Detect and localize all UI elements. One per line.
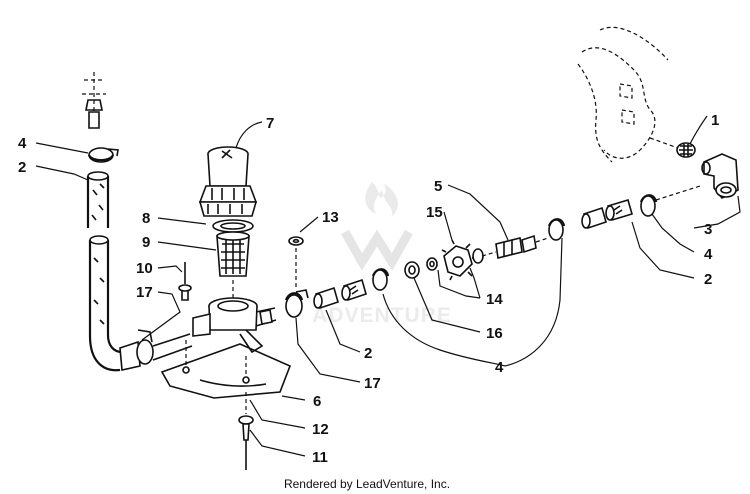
callout-13: 13 (322, 209, 339, 226)
clamp-right-center (547, 218, 566, 241)
callout-5: 5 (434, 178, 442, 195)
clamp-center (284, 289, 309, 318)
filter-screen (216, 231, 250, 277)
clamp-upper-left (87, 147, 119, 163)
callout-14: 14 (486, 291, 503, 308)
callout-1: 1 (711, 112, 719, 129)
callout-2b: 2 (364, 345, 372, 362)
rivet (238, 392, 254, 470)
callout-17a: 17 (136, 284, 153, 301)
valve-body (441, 239, 484, 281)
callout-9: 9 (142, 234, 150, 251)
callout-10: 10 (136, 260, 153, 277)
hose-segments-center (313, 278, 367, 310)
screen-disc (649, 137, 696, 158)
callout-12: 12 (312, 421, 329, 438)
engine-outline (577, 26, 669, 163)
callout-6: 6 (313, 393, 321, 410)
callout-15: 15 (426, 204, 443, 221)
watermark-text: ADVENTURE (312, 304, 452, 327)
nut-16 (404, 257, 438, 279)
callout-4b: 4 (704, 246, 713, 263)
clamp-right (639, 185, 701, 217)
filter-gasket (212, 219, 254, 233)
clamp-lower-left (119, 329, 193, 371)
callout-3: 3 (704, 221, 712, 238)
callout-4c: 4 (495, 359, 504, 376)
callout-4a: 4 (18, 135, 27, 152)
upper-fitting (82, 72, 106, 129)
bolt-small (178, 262, 192, 301)
filter-cap (198, 146, 258, 217)
hose-segments-right (581, 199, 633, 230)
render-credit: Rendered by LeadVenture, Inc. (284, 477, 450, 491)
fitting-5 (481, 234, 549, 259)
filter-bowl (192, 280, 277, 337)
washer-13 (288, 236, 304, 290)
callout-8: 8 (142, 210, 150, 227)
callout-2c: 2 (704, 271, 712, 288)
clamp-mid (371, 268, 390, 291)
mounting-bracket (160, 329, 292, 399)
callout-11: 11 (312, 449, 328, 466)
callout-2a: 2 (18, 159, 26, 176)
hose-left (86, 171, 123, 372)
callouts: 1 2 2 2 3 4 4 4 5 6 7 8 9 10 11 12 13 14… (18, 112, 719, 466)
leader-lines (35, 115, 741, 457)
callout-17b: 17 (364, 375, 381, 392)
callout-7: 7 (266, 115, 274, 132)
callout-16: 16 (486, 325, 503, 342)
watermark: ADVENTURE (312, 182, 452, 327)
elbow-fitting (701, 153, 739, 200)
